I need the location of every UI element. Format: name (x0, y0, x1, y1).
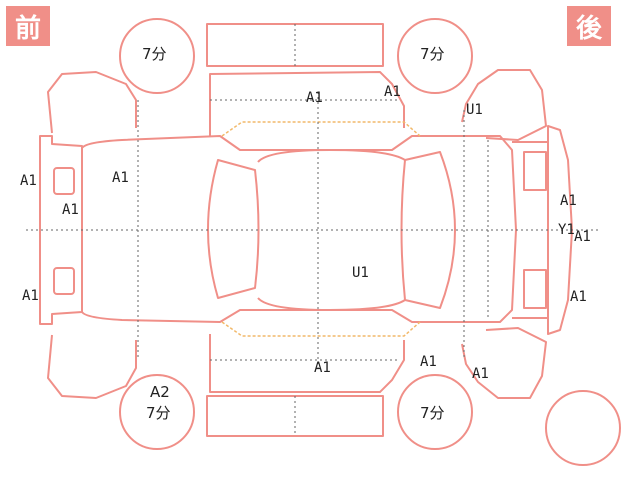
damage-code: U1 (352, 265, 369, 281)
taillight-right (523, 269, 547, 309)
damage-code: A1 (574, 229, 591, 245)
damage-code: A1 (112, 170, 129, 186)
tire-rear-left-tread: 7分 (420, 45, 445, 63)
windshield-left-edge (221, 121, 421, 137)
side-doors-left (209, 71, 405, 136)
damage-code: A1 (560, 193, 577, 209)
tire-front-right-tread: 7分 (146, 404, 171, 422)
damage-code: A1 (306, 90, 323, 106)
damage-code: A1 (22, 288, 39, 304)
windshield-right-edge (221, 321, 421, 337)
rear-bumper (547, 125, 573, 335)
front-fender-left (47, 71, 137, 134)
tire-front-right (119, 374, 195, 450)
rear-window (400, 151, 456, 309)
side-doors-right (209, 334, 405, 393)
rear-badge: 後 (567, 6, 611, 46)
front-windshield (207, 159, 260, 299)
rear-quarter-right (461, 327, 547, 399)
damage-code: A1 (570, 289, 587, 305)
headlight-left (53, 167, 75, 195)
tire-rear-left (397, 18, 473, 94)
damage-code: U1 (466, 102, 483, 118)
roof-edge-bottom (257, 297, 406, 311)
tire-spare (545, 390, 621, 466)
rear-quarter-left (461, 69, 547, 141)
damage-code: A1 (314, 360, 331, 376)
damage-code: A1 (20, 173, 37, 189)
car-body-plan (81, 135, 517, 323)
tire-rear-right (397, 374, 473, 450)
damage-code: A1 (384, 84, 401, 100)
front-fender-right (47, 334, 137, 399)
tire-front-left (119, 18, 195, 94)
headlight-right (53, 267, 75, 295)
front-bumper (39, 135, 83, 325)
damage-code: Y1 (558, 222, 575, 238)
front-badge: 前 (6, 6, 50, 46)
taillight-left (523, 151, 547, 191)
roof-edge-top (257, 149, 406, 163)
tire-rear-right-tread: 7分 (420, 404, 445, 422)
damage-code: A1 (420, 354, 437, 370)
tire-front-right-code: A2 (150, 383, 170, 401)
damage-code: A1 (472, 366, 489, 382)
tire-front-left-tread: 7分 (142, 45, 167, 63)
damage-code: A1 (62, 202, 79, 218)
